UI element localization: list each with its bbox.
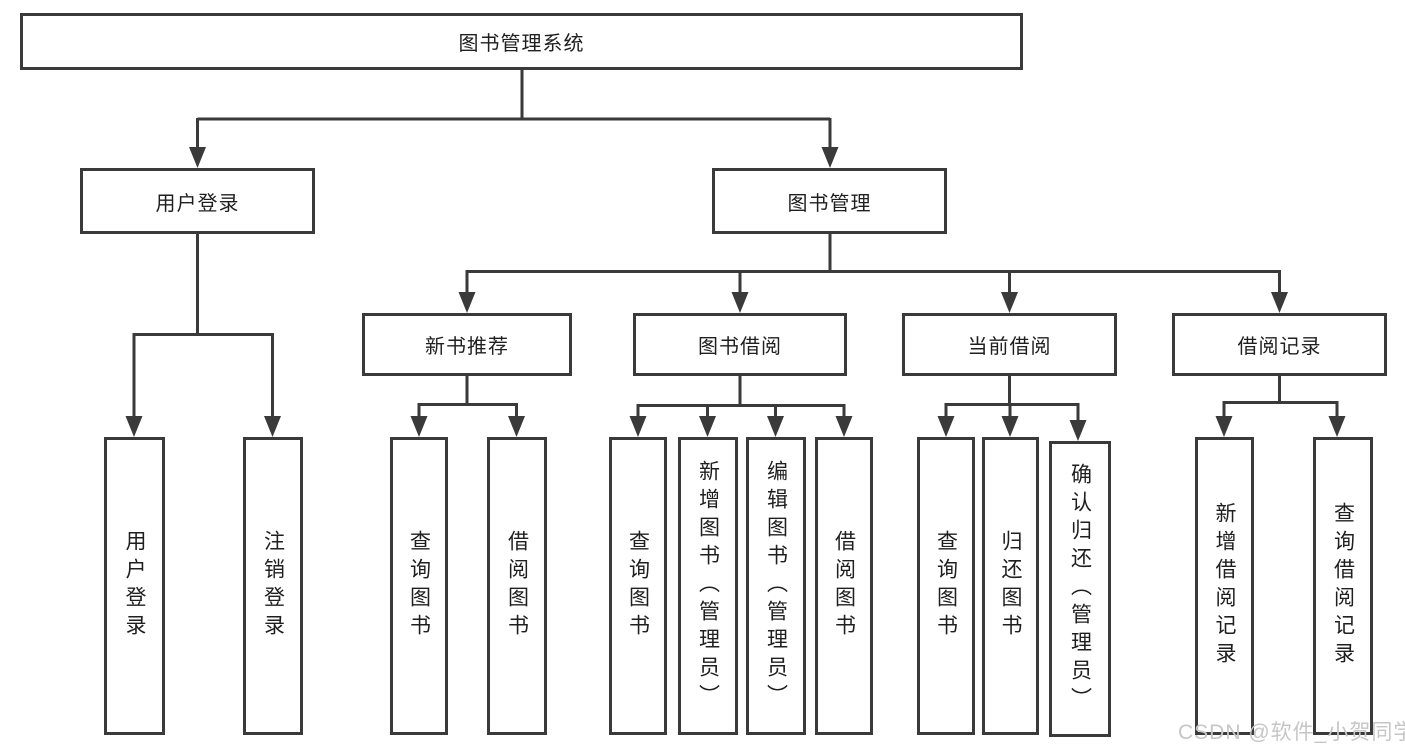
leaf-label: 查询借阅记录: [1331, 502, 1355, 670]
csdn-watermark: CSDN @软件_小贺同学: [1178, 721, 1405, 744]
leaf-add-books-admin: 新增图书（管理员）: [678, 437, 738, 735]
edges-borrow-records-branch: [1215, 376, 1346, 437]
arrowhead: [1001, 292, 1018, 313]
arrowhead: [835, 416, 853, 437]
leaf-label: 借阅图书: [832, 530, 856, 642]
arrowhead: [1271, 292, 1288, 313]
leaf-recommend-borrow-books: 借阅图书: [487, 437, 547, 735]
leaf-query-borrow-record: 查询借阅记录: [1313, 437, 1373, 735]
arrowhead: [264, 416, 281, 437]
leaf-return-books: 归还图书: [982, 437, 1039, 735]
leaf-borrow-books: 借阅图书: [815, 437, 873, 735]
arrowhead: [1328, 416, 1346, 437]
leaf-edit-books-admin: 编辑图书（管理员）: [746, 437, 806, 735]
leaf-current-query-books: 查询图书: [917, 437, 975, 735]
node-root-label: 图书管理系统: [458, 33, 585, 55]
arrowhead: [1001, 416, 1019, 437]
node-label: 图书借阅: [698, 336, 782, 358]
leaf-logout: 注销登录: [243, 437, 303, 735]
node-label: 图书管理: [787, 192, 872, 215]
node-new-book-recommend: 新书推荐: [362, 313, 572, 376]
leaf-recommend-query-books: 查询图书: [390, 437, 448, 735]
leaf-label: 确认归还（管理员）: [1068, 463, 1092, 715]
arrowhead: [731, 292, 749, 313]
leaf-label: 编辑图书（管理员）: [764, 460, 788, 712]
edges-book-borrow-branch: [629, 376, 853, 437]
leaf-label: 查询图书: [934, 530, 958, 642]
leaf-label: 查询图书: [626, 530, 650, 642]
arrowhead: [1215, 416, 1233, 437]
node-label: 借阅记录: [1237, 336, 1322, 358]
leaf-label: 查询图书: [407, 530, 431, 642]
leaf-label: 借阅图书: [505, 530, 529, 642]
node-label: 用户登录: [155, 192, 240, 215]
node-user-login-branch: 用户登录: [80, 168, 315, 234]
node-label: 新书推荐: [425, 336, 509, 358]
arrowhead: [458, 292, 476, 313]
arrowhead: [508, 416, 525, 437]
edges-current-borrow-branch: [937, 376, 1087, 441]
edges-new-book-branch: [410, 376, 525, 437]
arrowhead: [937, 416, 955, 437]
leaf-label: 归还图书: [999, 530, 1022, 642]
node-book-borrow: 图书借阅: [633, 313, 847, 376]
leaf-user-login: 用户登录: [104, 437, 165, 735]
leaf-confirm-return-admin: 确认归还（管理员）: [1049, 441, 1111, 737]
node-label: 当前借阅: [967, 336, 1052, 358]
node-current-borrow: 当前借阅: [902, 313, 1117, 376]
arrowhead: [125, 416, 143, 437]
leaf-label: 用户登录: [123, 530, 146, 642]
node-book-management-branch: 图书管理: [712, 168, 947, 234]
arrowhead: [189, 147, 206, 168]
arrowhead: [821, 147, 839, 168]
leaf-label: 新增图书（管理员）: [696, 460, 720, 712]
arrowhead: [410, 416, 428, 437]
node-root: 图书管理系统: [20, 13, 1023, 70]
arrowhead: [1069, 420, 1087, 441]
edges-user-login-branch: [125, 234, 281, 437]
node-borrow-records: 借阅记录: [1172, 313, 1387, 376]
edges-book-mgmt-to-level3: [458, 234, 1288, 313]
leaf-label: 新增借阅记录: [1213, 502, 1236, 670]
leaf-add-borrow-record: 新增借阅记录: [1195, 437, 1254, 735]
arrowhead: [699, 416, 716, 437]
leaf-borrow-query-books: 查询图书: [609, 437, 667, 735]
leaf-label: 注销登录: [261, 530, 285, 642]
arrowhead: [767, 416, 784, 437]
arrowhead: [629, 416, 647, 437]
edges-root-to-level2: [189, 70, 839, 168]
